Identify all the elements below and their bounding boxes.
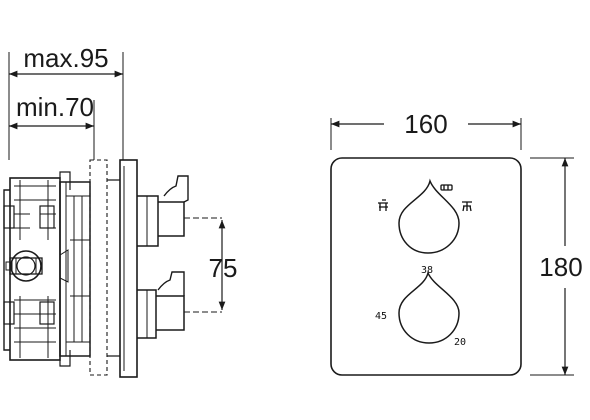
width-dimension bbox=[330, 118, 522, 150]
height-dimension bbox=[530, 157, 574, 376]
depth-max-dimension bbox=[8, 52, 124, 160]
spindle-housing bbox=[59, 181, 91, 357]
depth-min-dimension bbox=[8, 100, 95, 160]
cover-plate-edge bbox=[107, 159, 138, 378]
temp-mark-45: 45 bbox=[375, 311, 387, 322]
depth-max-label: max.95 bbox=[23, 43, 108, 73]
upper-handle bbox=[137, 175, 222, 247]
thermostat-handle bbox=[398, 270, 460, 344]
front-view bbox=[330, 118, 574, 376]
side-view: max.95 min.70 bbox=[3, 43, 226, 378]
outlet-spacing-label: 75 bbox=[209, 253, 238, 283]
cover-plate-front bbox=[330, 157, 522, 376]
handshower-icon bbox=[440, 184, 453, 191]
inlet-fitting bbox=[5, 250, 43, 282]
diverter-handle bbox=[398, 178, 460, 254]
temp-mark-20: 20 bbox=[454, 337, 466, 348]
width-label: 160 bbox=[404, 109, 447, 139]
shower-head-icon bbox=[462, 201, 472, 212]
height-label: 180 bbox=[539, 252, 582, 282]
bath-tap-icon bbox=[378, 199, 388, 211]
temp-mark-38: 38 bbox=[421, 265, 433, 276]
lower-handle bbox=[137, 271, 222, 339]
wall-plane bbox=[89, 159, 108, 376]
depth-min-label: min.70 bbox=[16, 92, 94, 122]
